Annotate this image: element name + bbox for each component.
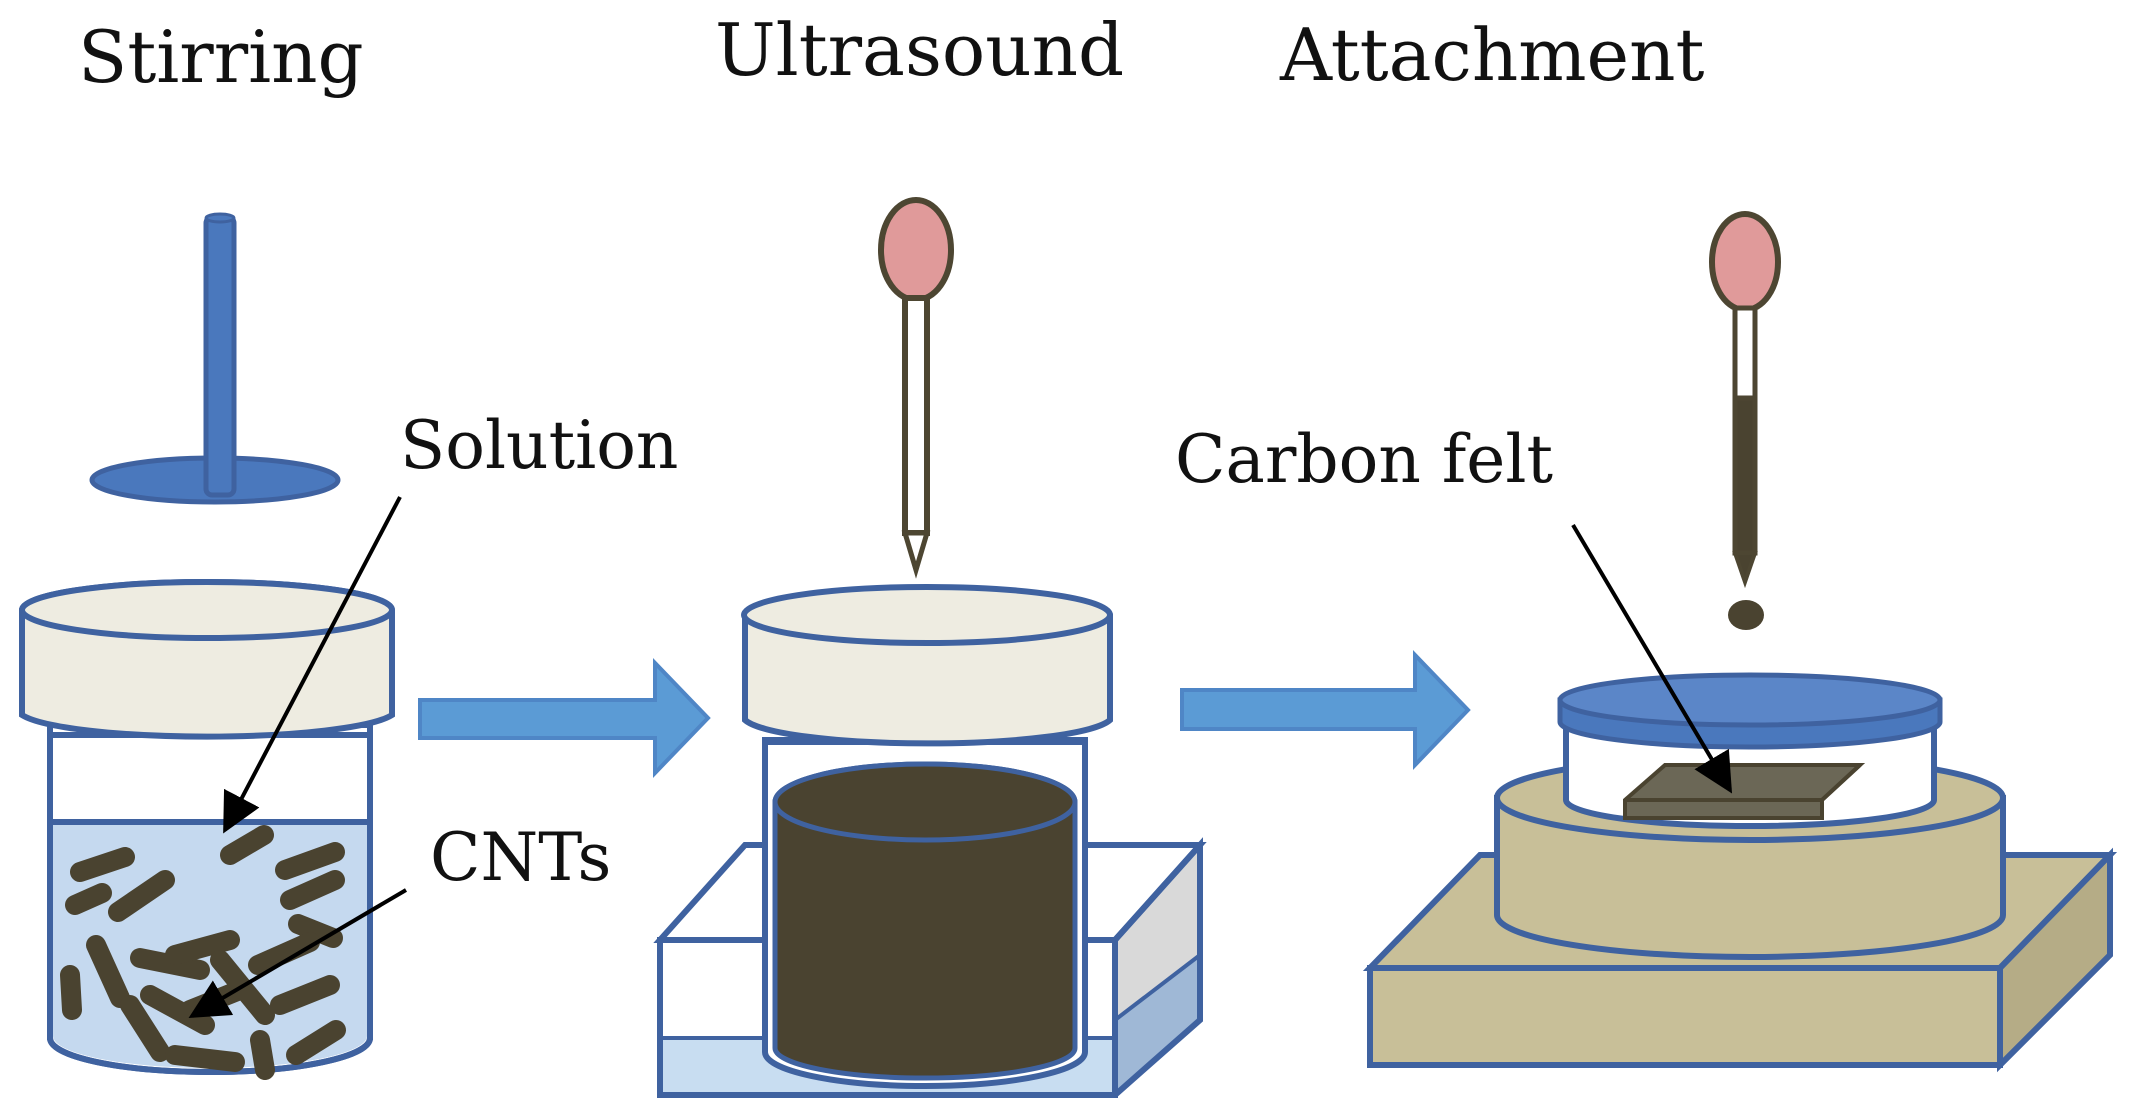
dropper-tube-upper	[1732, 305, 1758, 401]
dropper-bulb	[1709, 211, 1781, 313]
stage-title-stirring: Stirring	[78, 15, 364, 99]
process-arrow-icon-2	[1180, 650, 1471, 770]
label-solution-pointer	[223, 496, 402, 834]
bath-side-grey	[1115, 845, 1200, 1020]
platform-base-side	[1997, 847, 2113, 1073]
label-carbon-felt-pointer	[1571, 523, 1733, 794]
label-cnts: CNTs	[430, 819, 611, 896]
label-carbon-felt: Carbon felt	[1175, 421, 1553, 498]
attachment-platform	[1362, 672, 2118, 1073]
dropper-tip	[1732, 551, 1758, 589]
bath-side-blue	[1115, 955, 1200, 1095]
dropper-tube-filled	[1732, 395, 1758, 556]
pipette-tube	[902, 295, 930, 536]
dropper-icon	[1709, 211, 1781, 630]
pipette-tip	[901, 530, 931, 579]
stirring-jar	[19, 579, 395, 1080]
label-solution: Solution	[400, 407, 678, 484]
stirrer-paddle-icon	[89, 212, 341, 505]
pipette-bulb	[878, 197, 954, 303]
pipette-icon	[878, 197, 954, 579]
ultrasound-jar	[741, 584, 1113, 1089]
platform-cylinder	[1494, 795, 2006, 960]
label-cnts-pointer	[188, 888, 408, 1019]
platform-base-front	[1367, 965, 2003, 1068]
stage-title-ultrasound: Ultrasound	[715, 8, 1124, 92]
stage-title-attachment: Attachment	[1279, 13, 1704, 97]
drop	[1728, 600, 1764, 630]
process-arrow-icon-1	[418, 658, 711, 778]
